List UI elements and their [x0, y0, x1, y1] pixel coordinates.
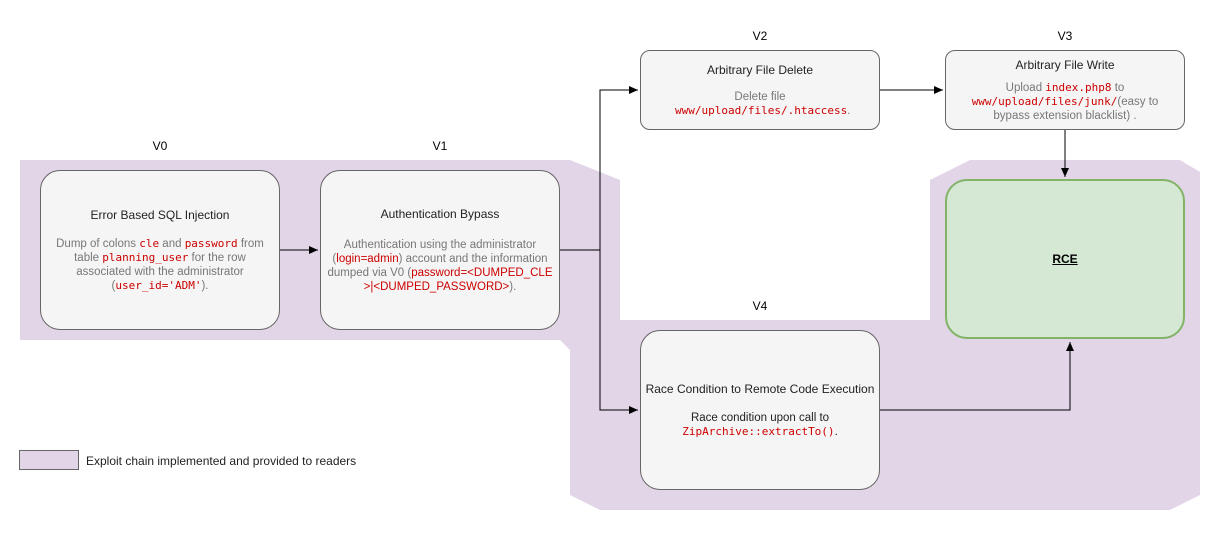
box-v1-description: Authentication using the administrator (… [325, 238, 555, 294]
box-v4-description: Race condition upon call to ZipArchive::… [660, 411, 860, 439]
box-v4-text: Race condition upon call to [690, 411, 830, 424]
box-v0-text: and [159, 237, 185, 250]
box-v0-title: Error Based SQL Injection [90, 207, 230, 222]
box-v0-text: for the row associated with the administ… [76, 251, 246, 292]
box-v0-sql-injection: Error Based SQL Injection Dump of colons… [40, 170, 280, 330]
box-v1-text: ). [509, 280, 517, 293]
box-v1-highlight: login=admin [336, 252, 399, 265]
box-v3-description: Upload index.php8 to www/upload/files/ju… [953, 81, 1178, 123]
box-v2-text: Delete file [734, 90, 786, 103]
box-v2-description: Delete file www/upload/files/.htaccess. [675, 90, 850, 118]
arrow-split-v2 [599, 86, 638, 250]
box-v2-code: www/upload/files/.htaccess [675, 103, 848, 117]
box-v1-title: Authentication Bypass [380, 206, 500, 221]
box-v3-code: index.php8 [1045, 80, 1112, 94]
box-v3-text: Upload [1005, 81, 1046, 94]
box-v1-auth-bypass: Authentication Bypass Authentication usi… [320, 170, 560, 330]
box-v2-file-delete: Arbitrary File Delete Delete file www/up… [640, 50, 880, 130]
box-v4-race-condition: Race Condition to Remote Code Execution … [640, 330, 880, 490]
box-v1-text: Authentication using the administrator ( [332, 238, 537, 265]
box-v0-code: user_id='ADM' [115, 278, 202, 292]
box-v0-code: cle [139, 236, 160, 250]
box-v1-highlight: password=<DUMPED_CLE>|<DUMPED_PASSWORD> [363, 266, 553, 293]
box-v0-text: ). [201, 279, 209, 292]
box-v3-text: (easy to bypass extension blacklist) . [993, 95, 1159, 122]
stage-label-v3: V3 [1057, 29, 1073, 43]
stage-label-v1: V1 [432, 139, 448, 153]
stage-label-v0: V0 [152, 139, 168, 153]
box-v0-text: Dump of colons [56, 237, 140, 250]
box-v0-code: password [184, 236, 238, 250]
legend-label: Exploit chain implemented and provided t… [86, 454, 357, 468]
box-v0-description: Dump of colons cle and password from tab… [48, 237, 273, 293]
box-v3-text: to [1111, 81, 1125, 94]
box-rce-label: RCE [1052, 252, 1078, 266]
legend-swatch [19, 450, 79, 470]
box-v2-title: Arbitrary File Delete [706, 62, 814, 77]
box-v0-text: from table [74, 237, 264, 264]
box-v2-text: . [847, 104, 851, 117]
box-v4-code: ZipArchive::extractTo() [682, 424, 835, 438]
arrow-v4-rce [880, 342, 1074, 411]
stage-label-v2: V2 [752, 29, 768, 43]
box-v0-code: planning_user [102, 250, 189, 264]
box-v3-file-write: Arbitrary File Write Upload index.php8 t… [945, 50, 1185, 130]
stage-label-v4: V4 [752, 299, 768, 313]
box-v3-code: www/upload/files/junk/ [971, 94, 1118, 108]
box-v4-title: Race Condition to Remote Code Execution [645, 381, 875, 396]
arrow-split-v4 [599, 250, 638, 414]
box-rce: RCE [945, 179, 1185, 339]
box-v4-text: . [834, 425, 838, 438]
box-v1-text: ) account and the information dumped via… [327, 252, 548, 279]
box-v3-title: Arbitrary File Write [1015, 57, 1115, 72]
